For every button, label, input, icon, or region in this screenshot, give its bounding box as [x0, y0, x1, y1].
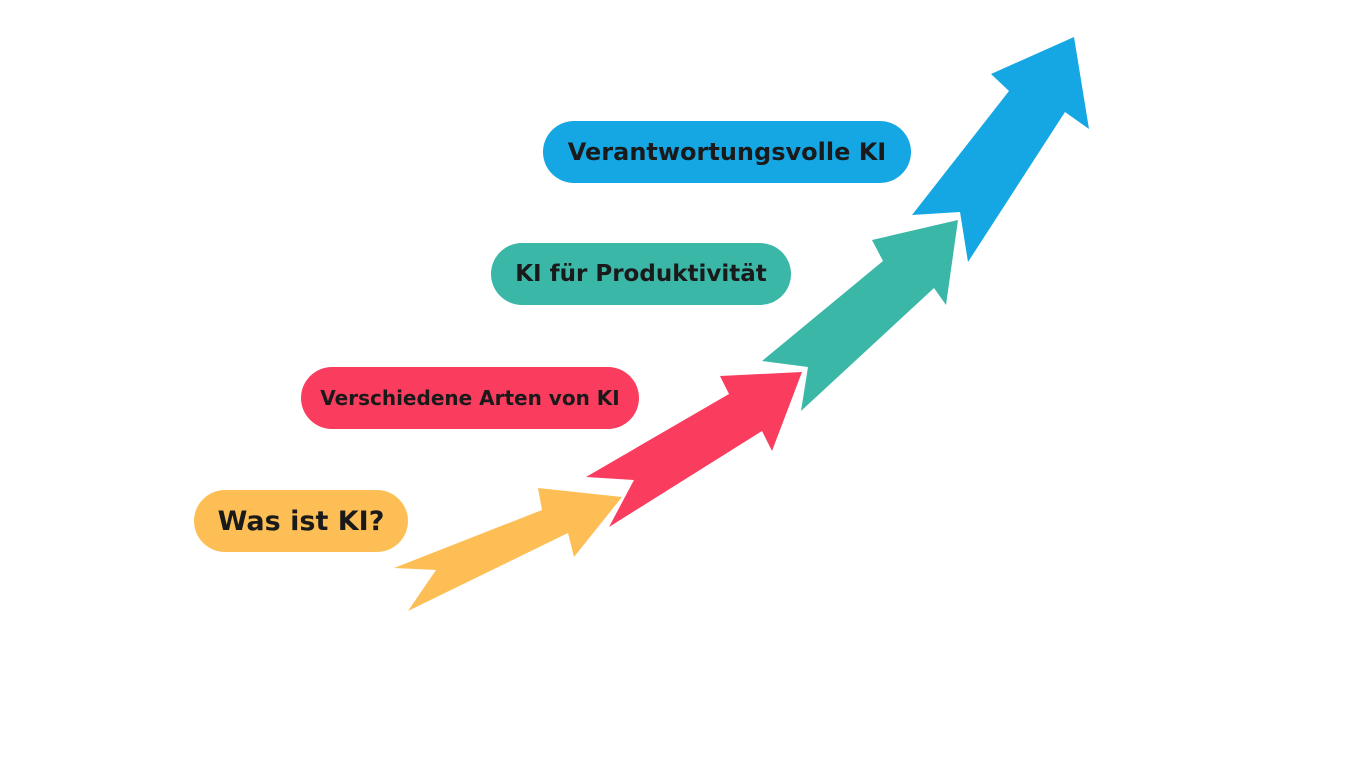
step-label-arten-von-ki: Verschiedene Arten von KI — [301, 367, 639, 429]
arrow-segment-4 — [912, 37, 1089, 262]
step-label-text: Was ist KI? — [217, 505, 385, 537]
arrow-segment-2 — [586, 372, 802, 527]
arrow-segment-1 — [394, 488, 622, 611]
step-label-text: Verantwortungsvolle KI — [567, 138, 887, 166]
step-label-verantwortungsvolle-ki: Verantwortungsvolle KI — [543, 121, 911, 183]
step-label-text: KI für Produktivität — [515, 261, 767, 287]
arrow-segment-3 — [762, 220, 958, 411]
step-label-produktivitaet: KI für Produktivität — [491, 243, 791, 305]
step-label-text: Verschiedene Arten von KI — [320, 386, 620, 410]
step-label-was-ist-ki: Was ist KI? — [194, 490, 408, 552]
